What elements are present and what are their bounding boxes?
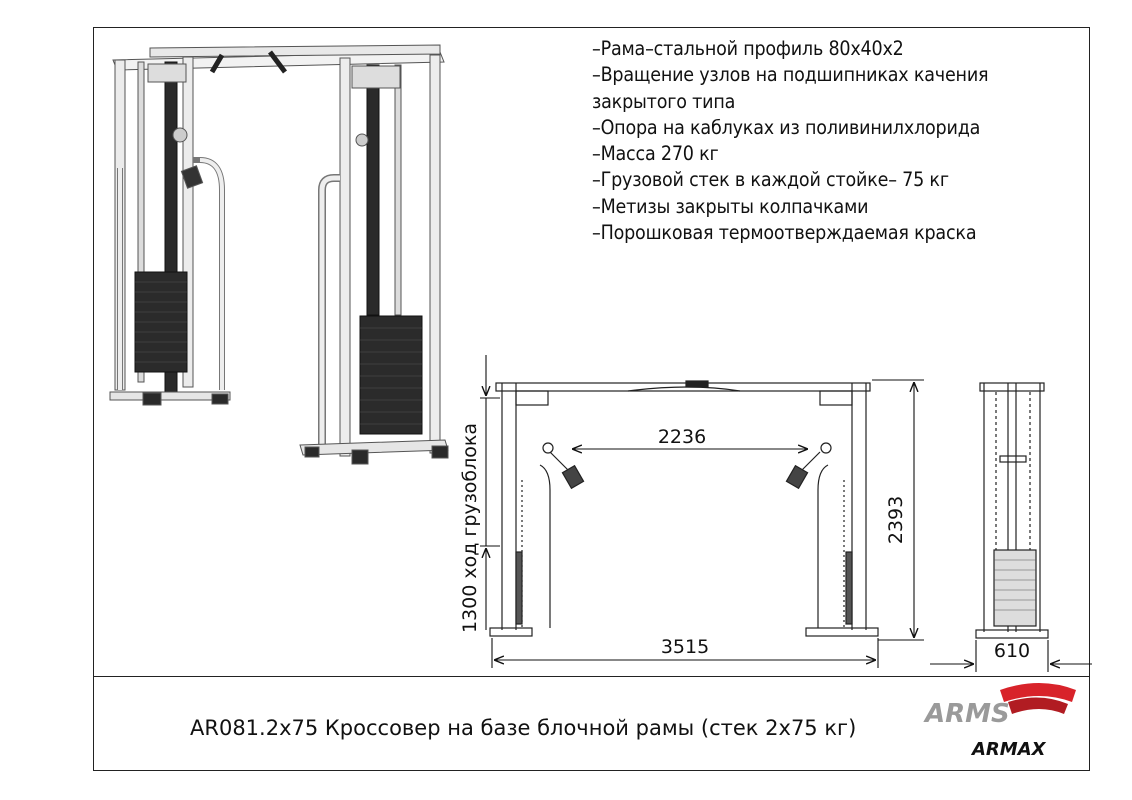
spec-line: –Грузовой стек в каждой стойке– 75 кг	[592, 168, 949, 192]
spec-list: –Рама–стальной профиль 80х40х2 –Вращение…	[592, 36, 1062, 246]
logo-text-arms: ARMS	[923, 699, 1010, 729]
spec-line: –Метизы закрыты колпачками	[592, 194, 869, 218]
title-block-divider	[93, 676, 1090, 677]
spec-line: –Рама–стальной профиль 80х40х2	[592, 37, 904, 60]
product-caption: AR081.2х75 Кроссовер на базе блочной рам…	[190, 716, 857, 740]
spec-line: закрытого типа	[592, 89, 736, 113]
dim-label-3515: 3515	[661, 636, 709, 658]
dimension-lines	[480, 355, 1092, 672]
logo-text-armax: ARMAX	[970, 739, 1047, 760]
product-render	[109, 44, 449, 465]
dim-label-2393: 2393	[885, 496, 907, 544]
spec-line: –Вращение узлов на подшипниках качения	[592, 63, 989, 87]
dim-label-stack-travel: 1300 ход грузоблока	[459, 423, 481, 633]
brand-logo: ARMS ARMAX	[923, 683, 1076, 760]
side-view-drawing	[975, 382, 1049, 639]
front-view-drawing	[489, 380, 879, 637]
spec-line: –Масса 270 кг	[592, 142, 719, 166]
drawing-frame	[93, 27, 1090, 771]
spec-line: –Опора на каблуках из поливинилхлорида	[592, 115, 981, 139]
dim-label-610: 610	[994, 640, 1030, 662]
dim-label-2236: 2236	[658, 426, 706, 448]
dimension-labels: 2236 2393 3515 610 1300 ход грузоблока	[459, 423, 1030, 662]
spec-line: –Порошковая термоотверждаемая краска	[592, 221, 977, 245]
